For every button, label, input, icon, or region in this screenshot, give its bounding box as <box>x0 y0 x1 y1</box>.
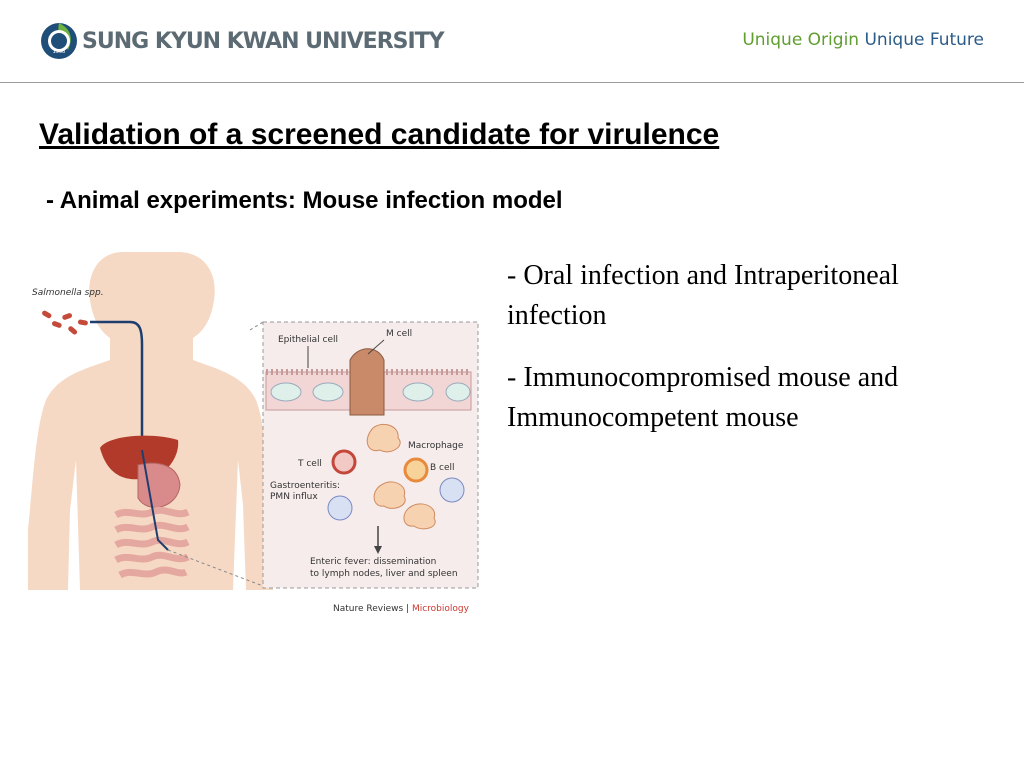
header-bar: 1398 SUNG KYUN KWAN UNIVERSITY Unique Or… <box>0 0 1024 83</box>
bullet-list: - Oral infection and Intraperitoneal inf… <box>507 256 987 460</box>
salmonella-infection-figure: Salmonella spp. Epithe <box>28 250 483 620</box>
macrophage-label: Macrophage <box>408 441 464 451</box>
epithelial-label: Epithelial cell <box>278 335 338 345</box>
body-silhouette <box>28 252 273 590</box>
bcell-label: B cell <box>430 463 455 473</box>
enteric-label-2: to lymph nodes, liver and spleen <box>310 569 458 579</box>
slogan-origin: Unique Origin <box>742 30 860 50</box>
slide-subtitle: - Animal experiments: Mouse infection mo… <box>46 187 563 214</box>
gastro-label-2: PMN influx <box>270 492 318 502</box>
intestines <box>114 506 190 579</box>
salmonella-label: Salmonella spp. <box>32 288 104 298</box>
m-cell <box>349 348 385 416</box>
gastro-label-1: Gastroenteritis: <box>270 481 340 491</box>
credit-separator: | <box>403 604 412 614</box>
salmonella-bacteria <box>42 310 88 335</box>
pmn-cell-2 <box>439 477 465 503</box>
enteric-label-1: Enteric fever: dissemination <box>310 557 436 567</box>
bullet-item: - Immunocompromised mouse and Immunocomp… <box>507 362 899 433</box>
slide-title: Validation of a screened candidate for v… <box>39 118 720 151</box>
credit-journal: Nature Reviews <box>333 604 404 614</box>
pmn-cell <box>327 495 353 521</box>
mcell-label: M cell <box>386 329 412 339</box>
slogan-future: Unique Future <box>864 30 984 50</box>
bullet-item: - Oral infection and Intraperitoneal inf… <box>507 260 899 331</box>
gi-tract-line <box>90 320 144 450</box>
university-name: SUNG KYUN KWAN UNIVERSITY <box>82 28 445 54</box>
b-cell <box>403 457 429 483</box>
university-logo: 1398 SUNG KYUN KWAN UNIVERSITY <box>40 20 445 62</box>
stomach <box>137 462 181 508</box>
slogan: Unique Origin Unique Future <box>742 30 984 50</box>
t-cell <box>331 449 357 475</box>
macrophage-3 <box>403 503 436 530</box>
credit-field: Microbiology <box>411 604 469 614</box>
university-emblem-icon: 1398 <box>41 23 77 59</box>
emblem-year: 1398 <box>53 49 66 55</box>
macrophage-2 <box>373 481 406 509</box>
epithelial-layer <box>265 348 472 416</box>
macrophage <box>366 423 401 453</box>
tcell-label: T cell <box>297 459 322 469</box>
figure-credit: Nature Reviews | Microbiology <box>333 604 469 614</box>
